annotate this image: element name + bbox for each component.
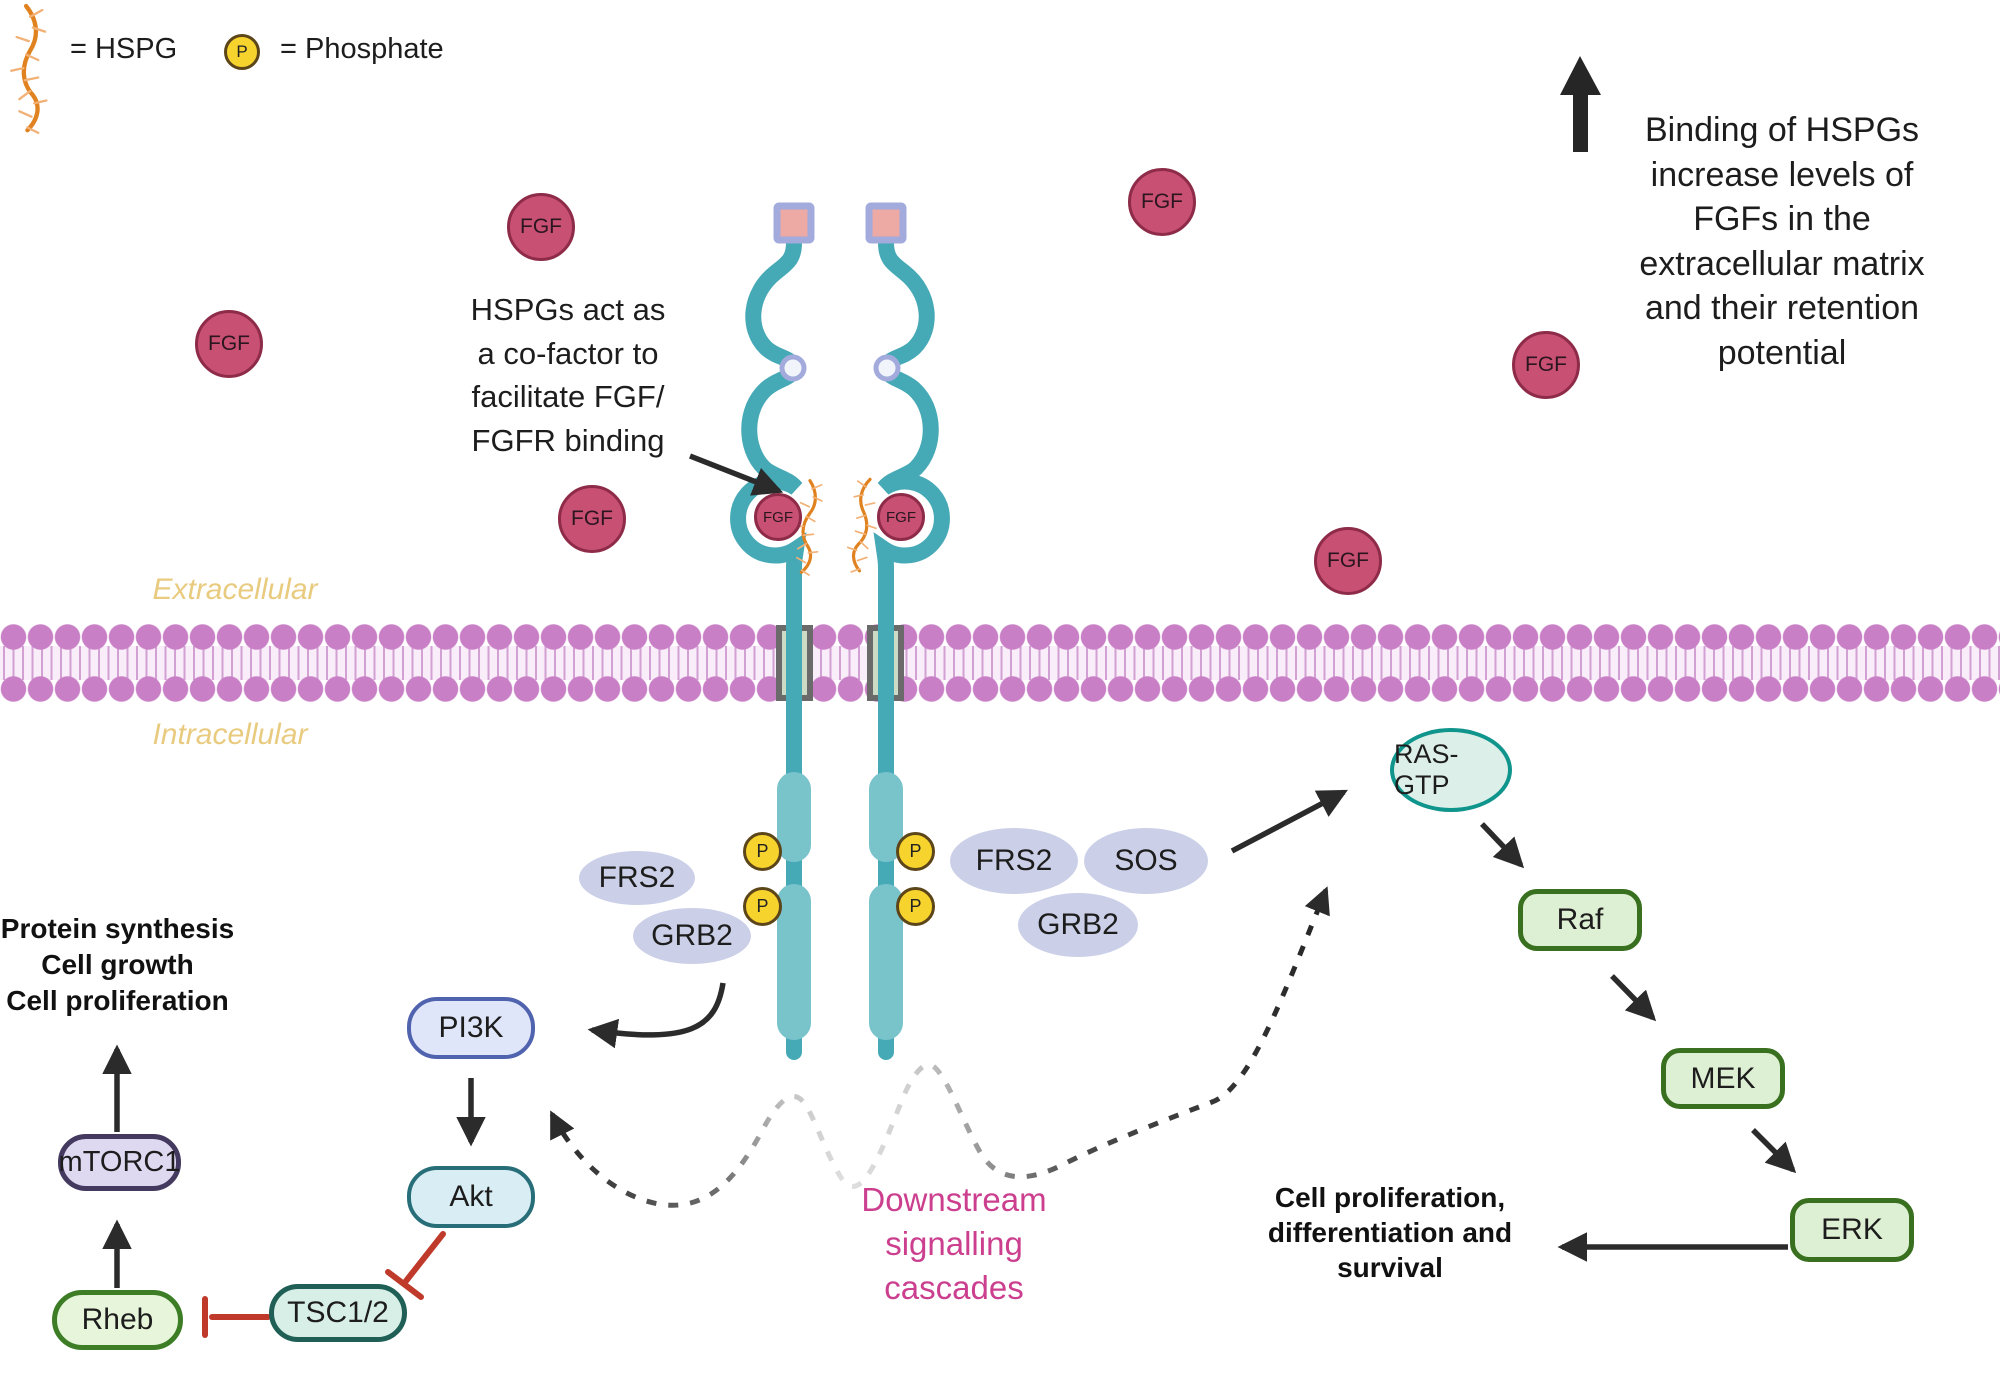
downstream-cascades-label: Downstream signalling cascades [861, 1181, 1047, 1306]
fgf-bound-right: FGF [877, 493, 925, 541]
fgfr-chain-right [873, 235, 950, 1060]
binding-effect-annotation: Binding of HSPGs increase levels of FGFs… [1639, 111, 1925, 372]
legend-phosphate-icon: P [224, 34, 260, 70]
fgf-ligand: FGF [1128, 168, 1196, 236]
phosphate-icon: P [896, 887, 935, 926]
phosphate-icon: P [743, 832, 782, 871]
grb2-right: GRB2 [1018, 893, 1138, 957]
ras-gtp-node: RAS-GTP [1390, 728, 1512, 812]
intracellular-label: Intracellular [152, 718, 308, 751]
hspg-icon-pocket-right [843, 476, 883, 576]
arrow-cofactor-to-pocket [688, 453, 784, 496]
arrow-cluster-to-ras [1230, 789, 1348, 854]
fgf-ligand: FGF [1314, 527, 1382, 595]
sos: SOS [1084, 828, 1208, 894]
pi3k-node: PI3K [407, 997, 535, 1059]
raf-node: Raf [1518, 889, 1642, 951]
kinase-domain-left-upper [777, 772, 811, 862]
inhibit-akt-to-tsc [403, 1231, 446, 1284]
membrane-heads-bottom [0, 675, 2000, 703]
phosphate-icon: P [743, 887, 782, 926]
akt-node: Akt [407, 1166, 535, 1228]
rheb-node: Rheb [52, 1290, 183, 1350]
cofactor-annotation: HSPGs act as a co-factor to facilitate F… [470, 292, 666, 458]
fgf-ligand: FGF [558, 485, 626, 553]
kinase-domain-right-upper [869, 772, 903, 862]
receptor-linker-bead-right [873, 354, 901, 382]
up-arrow-icon [1560, 56, 1601, 152]
phosphate-icon: P [896, 832, 935, 871]
receptor-linker-bead-left [779, 354, 807, 382]
hspg-icon-legend [11, 6, 46, 133]
extracellular-label: Extracellular [152, 573, 318, 606]
legend-phosphate-label: = Phosphate [280, 33, 444, 65]
erk-node: ERK [1790, 1198, 1914, 1262]
fgf-ligand: FGF [195, 310, 263, 378]
arrow-mek-to-erk [1751, 1128, 1797, 1174]
arrow-raf-to-mek [1610, 974, 1657, 1022]
fgf-ligand: FGF [507, 193, 575, 261]
mtor-outcome-label: Protein synthesis Cell growth Cell proli… [0, 913, 235, 1016]
mtorc1-node: mTORC1 [58, 1134, 181, 1191]
receptor-top-square-right [865, 202, 907, 244]
tsc12-node: TSC1/2 [269, 1284, 407, 1342]
frs2-left: FRS2 [579, 851, 695, 905]
arrow-ras-to-raf [1480, 822, 1525, 869]
frs2-right: FRS2 [950, 828, 1078, 894]
legend-hspg-label: = HSPG [70, 33, 178, 65]
mapk-outcome-label: Cell proliferation, differentiation and … [1267, 1182, 1513, 1283]
grb2-left: GRB2 [633, 908, 751, 964]
fgf-bound-left: FGF [754, 493, 802, 541]
membrane-heads-top [0, 623, 2000, 651]
arrow-grb2-to-pi3k [587, 982, 726, 1049]
downstream-cascade-wave [549, 886, 1330, 1208]
inhibit-akt-tbar [385, 1269, 424, 1300]
membrane-tails [0, 646, 2000, 680]
fgf-ligand: FGF [1512, 331, 1580, 399]
kinase-domain-left-lower [777, 884, 811, 1040]
receptor-top-square-left [773, 202, 815, 244]
mek-node: MEK [1661, 1048, 1785, 1109]
